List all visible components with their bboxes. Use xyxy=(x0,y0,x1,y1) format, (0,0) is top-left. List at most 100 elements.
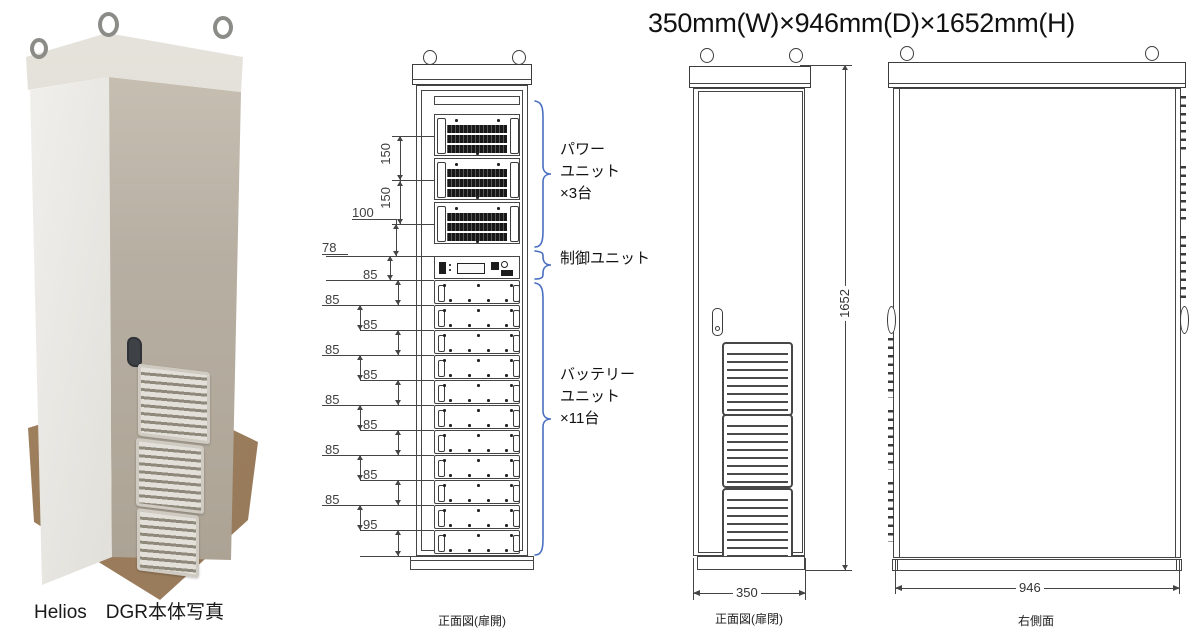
display-screen xyxy=(457,263,485,274)
dim-line xyxy=(398,530,399,556)
screw-dot xyxy=(477,434,480,437)
screw-dot xyxy=(487,449,490,452)
battery-unit xyxy=(434,355,520,379)
arrowhead xyxy=(397,181,403,186)
handle-lock xyxy=(715,326,720,331)
screw-dot xyxy=(477,309,480,312)
label-line: パワー xyxy=(560,141,606,158)
dim-line xyxy=(398,280,399,305)
leader-line xyxy=(322,254,348,255)
control-port xyxy=(501,270,513,276)
label-line: ×11台 xyxy=(560,410,600,427)
screw-dot xyxy=(449,324,452,327)
power-unit xyxy=(434,158,520,200)
battery-unit xyxy=(434,380,520,404)
extension-line xyxy=(360,556,434,557)
control-unit xyxy=(434,256,520,279)
lifting-eyebolt xyxy=(213,16,233,39)
screw-dot xyxy=(505,399,508,402)
indicator-dot xyxy=(449,264,451,266)
louver-vent xyxy=(722,414,793,488)
screw-dot xyxy=(505,524,508,527)
extension-line xyxy=(693,558,694,600)
arrowhead xyxy=(357,525,363,530)
cabinet-cap xyxy=(412,64,532,85)
unit-handle xyxy=(438,435,445,452)
unit-handle xyxy=(513,535,520,552)
unit-handle xyxy=(510,206,519,242)
arrowhead xyxy=(357,425,363,430)
battery-unit xyxy=(434,455,520,479)
extension-line xyxy=(806,570,852,571)
dim-label-depth: 946 xyxy=(1016,581,1044,595)
screw-dot xyxy=(477,534,480,537)
dim-label-battery-pitch: 85 xyxy=(363,467,378,482)
arrowhead xyxy=(357,305,363,310)
vent-grille xyxy=(447,125,507,133)
screw-dot xyxy=(487,299,490,302)
screw-dot xyxy=(443,534,446,537)
arrowhead xyxy=(387,275,393,280)
leader-line xyxy=(352,219,396,220)
dim-line xyxy=(398,430,399,455)
label-line: バッテリー xyxy=(560,366,636,383)
arrowhead xyxy=(357,455,363,460)
cabinet-base xyxy=(410,556,534,570)
screw-dot xyxy=(510,509,513,512)
extension-line xyxy=(392,224,434,225)
arrowhead xyxy=(357,325,363,330)
unit-handle xyxy=(437,118,446,154)
louver-vent xyxy=(722,488,793,564)
screw-dot xyxy=(477,284,480,287)
rear-louver-profile xyxy=(1180,236,1186,298)
screw-dot xyxy=(449,399,452,402)
louver-vent xyxy=(136,437,204,515)
front-louver-profile xyxy=(888,482,894,542)
extension-line xyxy=(392,136,434,137)
arrowhead xyxy=(357,355,363,360)
screw-dot xyxy=(443,459,446,462)
unit-handle xyxy=(438,485,445,502)
battery-unit-label: バッテリー ユニット ×11台 xyxy=(560,364,635,430)
screw-dot xyxy=(449,299,452,302)
screw-dot xyxy=(505,324,508,327)
front-closed-caption: 正面図(扉閉) xyxy=(715,612,783,626)
dim-label-height: 1652 xyxy=(837,286,852,321)
screw-dot xyxy=(443,434,446,437)
control-group-brace xyxy=(534,250,552,280)
power-group-brace xyxy=(534,100,552,248)
dim-line xyxy=(400,136,401,224)
dim-label-battery-pitch: 85 xyxy=(325,442,340,457)
screw-dot xyxy=(510,384,513,387)
dim-label-battery-pitch: 85 xyxy=(325,342,340,357)
vent-grille xyxy=(447,223,507,231)
eyebolt-icon xyxy=(423,50,437,65)
unit-handle xyxy=(438,285,445,302)
extension-line xyxy=(805,558,806,600)
eyebolt-icon xyxy=(700,48,714,63)
screw-dot xyxy=(443,334,446,337)
screw-dot xyxy=(455,163,458,166)
extension-line xyxy=(1179,560,1180,594)
unit-handle xyxy=(513,360,520,377)
lifting-eyebolt xyxy=(30,38,48,59)
screw-dot xyxy=(443,484,446,487)
screw-dot xyxy=(497,207,500,210)
extension-line xyxy=(322,305,434,306)
cabinet-side-face xyxy=(30,77,112,585)
arrowhead xyxy=(842,65,848,70)
extension-line xyxy=(322,355,434,356)
screw-dot xyxy=(443,509,446,512)
extension-line xyxy=(322,455,434,456)
dim-line xyxy=(396,219,397,256)
panel-line xyxy=(1175,88,1176,558)
unit-handle xyxy=(438,535,445,552)
battery-unit xyxy=(434,505,520,529)
unit-handle xyxy=(513,410,520,427)
vent-grille xyxy=(447,135,507,143)
dim-line xyxy=(360,405,361,430)
screw-dot xyxy=(449,374,452,377)
battery-unit xyxy=(434,280,520,304)
hinge-bump xyxy=(887,306,896,334)
